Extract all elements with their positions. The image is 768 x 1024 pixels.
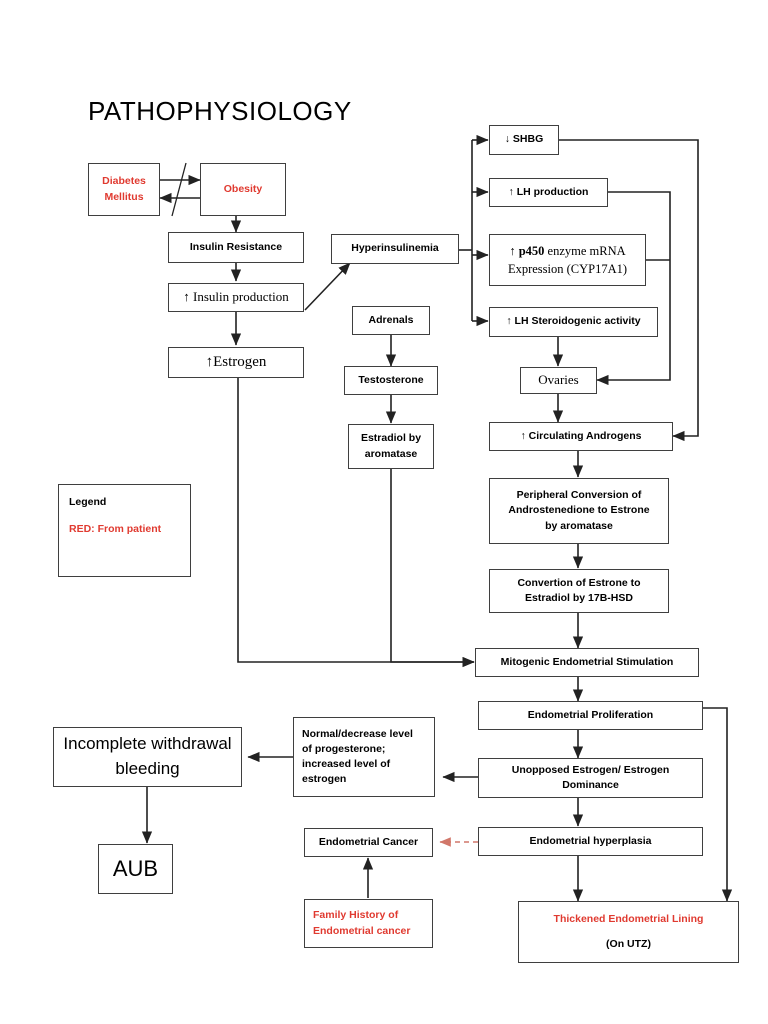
wire-crossed-slash: [171, 162, 187, 217]
node-thickened-endometrial-lining[interactable]: Thickened Endometrial Lining (On UTZ): [518, 901, 739, 963]
node-mitogenic-endometrial-stimulation[interactable]: Mitogenic Endometrial Stimulation: [475, 648, 699, 677]
node-peripheral-line2: Androstenedione to Estrone: [508, 504, 650, 517]
node-peripheral-conversion[interactable]: Peripheral Conversion of Androstenedione…: [489, 478, 669, 544]
node-estradiol-line1: Estradiol by: [360, 432, 422, 445]
wire-proliferation-to-thickened-lining: [703, 707, 733, 902]
node-convertion-of-estrone[interactable]: Convertion of Estrone to Estradiol by 17…: [489, 569, 669, 613]
node-convertion-line2: Estradiol by 17B-HSD: [525, 592, 633, 604]
node-incomplete-withdrawal-line2: bleeding: [115, 759, 180, 778]
node-thickened-lining-line2: (On UTZ): [606, 938, 651, 950]
node-circulating-androgens-label: ↑ Circulating Androgens: [520, 429, 642, 442]
page-title: PATHOPHYSIOLOGY: [88, 96, 352, 126]
node-family-history[interactable]: Family History of Endometrial cancer: [304, 899, 433, 948]
node-aub-label: AUB: [112, 856, 159, 882]
node-diabetes-mellitus[interactable]: Diabetes Mellitus: [88, 163, 160, 216]
node-hyperinsulinemia-label: Hyperinsulinemia: [351, 242, 439, 255]
node-lh-production[interactable]: ↑ LH production: [489, 178, 608, 207]
node-unopposed-estrogen[interactable]: Unopposed Estrogen/ Estrogen Dominance: [478, 758, 703, 798]
legend-box: Legend RED: From patient: [58, 484, 191, 577]
node-diabetes-mellitus-line1: Diabetes: [102, 175, 146, 188]
node-adrenals-label: Adrenals: [368, 313, 414, 326]
wire-insulin-production-to-hyperinsulinemia: [304, 262, 351, 311]
node-family-history-line2: Endometrial cancer: [313, 924, 411, 937]
wire-estradiol-to-mitogenic: [390, 468, 475, 668]
node-thickened-lining-line1: Thickened Endometrial Lining: [553, 912, 704, 925]
node-endometrial-proliferation-label: Endometrial Proliferation: [527, 708, 654, 721]
node-progesterone-line2: of progesterone;: [302, 742, 386, 755]
node-ovaries-label: Ovaries: [538, 372, 579, 388]
node-peripheral-line3: by aromatase: [545, 519, 613, 532]
node-endometrial-hyperplasia[interactable]: Endometrial hyperplasia: [478, 827, 703, 856]
node-circulating-androgens[interactable]: ↑ Circulating Androgens: [489, 422, 673, 451]
node-estradiol-line2: aromatase: [364, 447, 418, 460]
node-endometrial-hyperplasia-label: Endometrial hyperplasia: [529, 834, 652, 847]
node-estrogen-label: ↑Estrogen: [205, 353, 267, 370]
node-endometrial-proliferation[interactable]: Endometrial Proliferation: [478, 701, 703, 730]
node-insulin-production-label: ↑ Insulin production: [183, 289, 289, 305]
node-estradiol-by-aromatase[interactable]: Estradiol by aromatase: [348, 424, 434, 469]
node-obesity-label: Obesity: [223, 182, 263, 195]
node-progesterone-line4: estrogen: [302, 773, 347, 786]
node-incomplete-withdrawal-line1: Incomplete withdrawal: [63, 734, 232, 754]
node-incomplete-withdrawal-bleeding[interactable]: Incomplete withdrawal bleeding: [53, 727, 242, 787]
node-insulin-resistance[interactable]: Insulin Resistance: [168, 232, 304, 263]
node-lh-steroidogenic-activity[interactable]: ↑ LH Steroidogenic activity: [489, 307, 658, 337]
node-testosterone-label: Testosterone: [358, 373, 424, 386]
node-insulin-resistance-label: Insulin Resistance: [189, 240, 283, 253]
node-family-history-line1: Family History of: [313, 909, 399, 922]
node-lh-production-label: ↑ LH production: [508, 185, 589, 198]
node-aub[interactable]: AUB: [98, 844, 173, 894]
node-insulin-production[interactable]: ↑ Insulin production: [168, 283, 304, 312]
wire-estrogen-to-mitogenic: [237, 378, 475, 668]
node-adrenals[interactable]: Adrenals: [352, 306, 430, 335]
node-estrogen[interactable]: ↑Estrogen: [168, 347, 304, 378]
node-hyperinsulinemia[interactable]: Hyperinsulinemia: [331, 234, 459, 264]
wire-lh-production-to-ovaries: [596, 191, 671, 386]
node-progesterone-line3: increased level of: [302, 758, 391, 770]
node-diabetes-mellitus-line2: Mellitus: [104, 190, 144, 203]
node-p450-enzyme-mrna[interactable]: ↑ p450 enzyme mRNA Expression (CYP17A1): [489, 234, 646, 286]
node-peripheral-line1: Peripheral Conversion of: [516, 489, 642, 502]
node-progesterone-line1: Normal/decrease level: [302, 727, 413, 740]
legend-red-note: RED: From patient: [69, 523, 162, 536]
node-convertion-line1: Convertion of Estrone to: [517, 576, 641, 589]
node-obesity[interactable]: Obesity: [200, 163, 286, 216]
node-endometrial-cancer-label: Endometrial Cancer: [318, 835, 419, 848]
node-p450-line2: Expression (CYP17A1): [507, 262, 628, 276]
node-endometrial-cancer[interactable]: Endometrial Cancer: [304, 828, 433, 857]
node-mitogenic-label: Mitogenic Endometrial Stimulation: [500, 655, 674, 668]
node-progesterone-levels[interactable]: Normal/decrease level of progesterone; i…: [293, 717, 435, 797]
node-ovaries[interactable]: Ovaries: [520, 367, 597, 394]
node-p450-line1: ↑ p450 enzyme mRNA: [509, 243, 626, 258]
node-testosterone[interactable]: Testosterone: [344, 366, 438, 395]
node-shbg[interactable]: ↓ SHBG: [489, 125, 559, 155]
node-lh-steroidogenic-label: ↑ LH Steroidogenic activity: [506, 315, 641, 328]
node-shbg-label: ↓ SHBG: [504, 133, 544, 146]
node-unopposed-line2: Dominance: [562, 779, 619, 791]
legend-heading: Legend: [69, 496, 107, 508]
node-unopposed-line1: Unopposed Estrogen/ Estrogen: [511, 763, 670, 776]
